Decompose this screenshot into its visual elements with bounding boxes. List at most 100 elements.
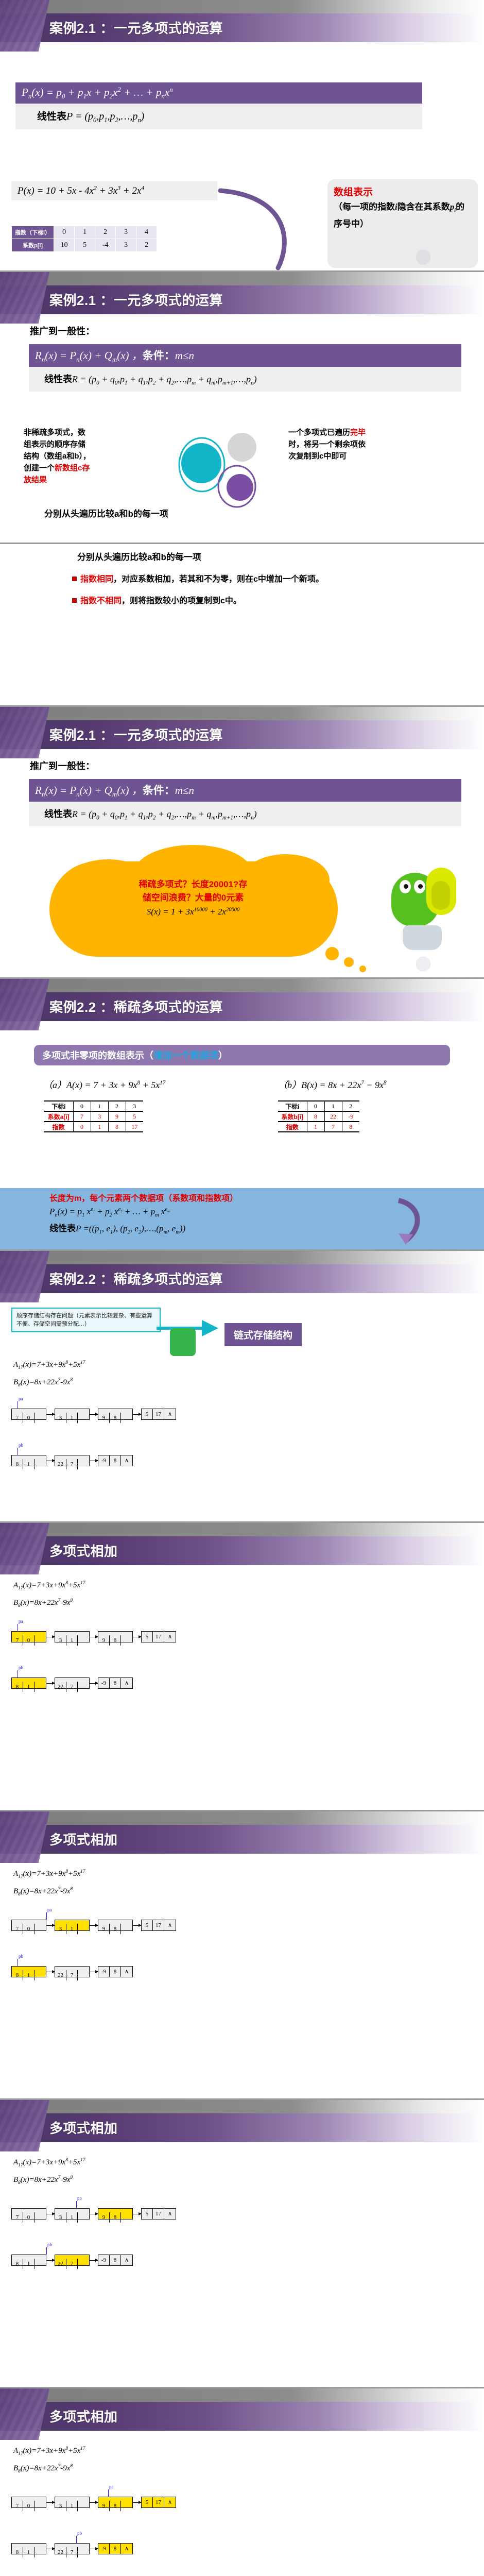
page-title: 多项式相加 bbox=[49, 2121, 118, 2136]
link-arrow-icon bbox=[133, 1923, 142, 1927]
top-strip bbox=[0, 2388, 484, 2402]
pointer-line-pa bbox=[108, 2489, 109, 2497]
slide-case-2-1-sparse-question: 案例2.1 ：一元多项式的运算 推广到一般性： Rn(x) = Pn(x) + … bbox=[0, 707, 484, 979]
monster-body bbox=[403, 925, 442, 950]
green-icon-box bbox=[170, 1328, 196, 1356]
pointer-line-pb bbox=[76, 2536, 77, 2543]
monster-ear-inner bbox=[431, 881, 450, 910]
slide-title-bar bbox=[0, 1536, 484, 1565]
row-label-coef: 系数b[i] bbox=[278, 1111, 307, 1122]
cell-a-idx-2: 2 bbox=[108, 1100, 126, 1111]
link-arrow-icon bbox=[90, 2258, 98, 2262]
cell-a-idx-3: 3 bbox=[125, 1100, 143, 1111]
table-row-coef: 系数b[i] 8 22 -9 bbox=[278, 1111, 359, 1122]
table-row-coefficient: 系数p[i] 10 5 -4 3 2 bbox=[11, 239, 158, 252]
row-label-index: 下标i bbox=[44, 1100, 74, 1111]
formula-a: A17(x)=7+3x+9x8+5x17 bbox=[13, 2158, 85, 2168]
cell-b-coef-1: 22 bbox=[324, 1111, 342, 1122]
formula-band-rn: Rn(x) = Pn(x) + Qm(x) ，条件：m≤n bbox=[29, 779, 461, 802]
pointer-label-pa: pa bbox=[19, 1396, 23, 1401]
top-strip bbox=[0, 1251, 484, 1264]
cell-exp-4: 4 bbox=[136, 226, 158, 239]
formula-band-pn: Pn(x) = p0 + p1x + p2x2 + … + pnxn bbox=[15, 82, 422, 104]
pointer-line-pa bbox=[46, 1912, 47, 1920]
formula-a: A17(x)=7+3x+9x8+5x17 bbox=[13, 1581, 85, 1591]
thought-bubble-3 bbox=[359, 965, 366, 972]
formula-a: A17(x)=7+3x+9x8+5x17 bbox=[13, 1869, 85, 1879]
cell-a-coef-0: 7 bbox=[73, 1111, 91, 1122]
formula-block-general: Rn(x) = Pn(x) + Qm(x) ，条件：m≤n 线性表R = (p0… bbox=[29, 779, 461, 826]
compare-instruction: 分别从头遍历比较a和b的每一项 bbox=[77, 552, 201, 562]
link-arrow-icon bbox=[90, 2500, 98, 2504]
curved-arrow-icon bbox=[397, 1198, 420, 1245]
formula-b: B8(x)=8x+22x7-9x8 bbox=[13, 1887, 73, 1897]
link-arrow-icon bbox=[46, 1412, 55, 1416]
slide-case-2-1-general: 案例2.1 ：一元多项式的运算 推广到一般性： Rn(x) = Pn(x) + … bbox=[0, 272, 484, 544]
general-form-blue-box: 长度为m，每个元素两个数据项（系数项和指数项） Pn(x) = p1 xe1 +… bbox=[0, 1188, 484, 1249]
cell-a-idx-1: 1 bbox=[90, 1100, 109, 1111]
array-table-b: 下标i 0 1 2 系数b[i] 8 22 -9 指数 1 7 8 bbox=[278, 1100, 359, 1132]
page-title: 案例2.1 ：一元多项式的运算 bbox=[49, 727, 223, 743]
slide-poly-add-step-1: 多项式相加 A17(x)=7+3x+9x8+5x17 B8(x)=8x+22x7… bbox=[0, 1523, 484, 1811]
slide-title-bar bbox=[0, 1825, 484, 1854]
cell-b-idx-2: 2 bbox=[341, 1100, 359, 1111]
pointer-label-pa: pa bbox=[47, 1907, 52, 1912]
title-decoration-image bbox=[0, 1523, 49, 1574]
top-strip bbox=[0, 272, 484, 285]
linked-storage-tag: 链式存储结构 bbox=[224, 1323, 302, 1346]
cell-b-coef-0: 8 bbox=[306, 1111, 325, 1122]
bullet-square-icon bbox=[72, 577, 77, 581]
cell-coef-4: 2 bbox=[136, 239, 158, 252]
cell-a-coef-1: 3 bbox=[90, 1111, 109, 1122]
slide-title-bar bbox=[0, 285, 484, 314]
page-title: 多项式相加 bbox=[49, 1832, 118, 1848]
table-row-index: 下标i 0 1 2 bbox=[278, 1100, 359, 1111]
thought-cloud-top-right bbox=[242, 854, 330, 906]
slide-title-bar bbox=[0, 2402, 484, 2431]
slide-title-bar bbox=[0, 992, 484, 1021]
row-label-index: 下标i bbox=[278, 1100, 307, 1111]
formula-b: B8(x)=8x+22x7-9x8 bbox=[13, 2175, 73, 2185]
link-arrow-icon bbox=[46, 1681, 55, 1685]
row-label-exp: 指数 bbox=[278, 1121, 307, 1132]
slide-poly-add-step-4: 多项式相加 A17(x)=7+3x+9x8+5x17 B8(x)=8x+22x7… bbox=[0, 2388, 484, 2576]
lead-text: 推广到一般性： bbox=[30, 761, 95, 771]
cell-a-coef-2: 9 bbox=[108, 1111, 126, 1122]
title-decoration-image bbox=[0, 0, 49, 52]
cell-b-exp-2: 8 bbox=[341, 1121, 359, 1132]
linear-list-r: 线性表R = (p0 + q0,p1 + q1,p2 + q2,…,pm + q… bbox=[29, 802, 461, 826]
table-row-exponent: 指数（下标i） 0 1 2 3 4 bbox=[11, 226, 158, 239]
pointer-line-pa bbox=[76, 2201, 77, 2208]
formula-block-general: Pn(x) = p0 + p1x + p2x2 + … + pnxn 线性表P … bbox=[15, 82, 422, 130]
array-representation-callout: 数组表示 （每一项的指数i隐含在其系数pi的序号中） bbox=[327, 179, 478, 268]
page-title: 案例2.1 ：一元多项式的运算 bbox=[49, 21, 223, 36]
cell-a-idx-0: 0 bbox=[73, 1100, 91, 1111]
bullet-square-icon bbox=[72, 598, 77, 603]
cell-coef-0: 10 bbox=[54, 239, 75, 252]
pointer-label-pb: pb bbox=[19, 1443, 23, 1448]
formula-block-general: Rn(x) = Pn(x) + Qm(x) ，条件：m≤n 线性表R = (p0… bbox=[29, 344, 461, 392]
link-arrow-icon bbox=[46, 1923, 55, 1927]
cell-a-exp-3: 17 bbox=[125, 1121, 143, 1132]
slide-poly-add-step-2: 多项式相加 A17(x)=7+3x+9x8+5x17 B8(x)=8x+22x7… bbox=[0, 1811, 484, 2100]
cell-exp-2: 2 bbox=[95, 226, 116, 239]
cell-b-exp-1: 7 bbox=[324, 1121, 342, 1132]
link-arrow-icon bbox=[90, 1681, 98, 1685]
